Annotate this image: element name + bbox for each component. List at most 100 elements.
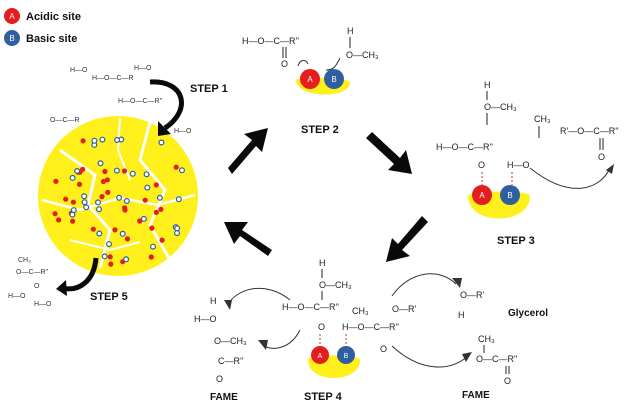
acidic-site-dot [105,189,111,195]
step4-r-prime: O—R' [392,304,417,314]
step4-main: H—O—C—R'' [282,302,339,312]
acidic-site-dot [52,211,58,217]
step2-label: STEP 2 [301,124,339,136]
basic-site-dot [83,204,90,211]
step4-o: O [318,322,325,332]
cycle-arrow-to-step4 [386,216,428,262]
step2-methanol-h: H [347,26,354,36]
step4-h: H [319,258,326,268]
step3-h: H [484,80,491,90]
acidic-site-dot [99,194,105,200]
basic-site-dot [156,194,163,201]
basic-site-icon [4,30,20,46]
glycerol-label: Glycerol [508,308,548,319]
step3-basic-site-icon [500,185,520,205]
step2-basic-site-icon [324,69,344,89]
step1-molecule-5: H—O [70,67,88,74]
acidic-site-dot [158,206,164,212]
basic-site-dot [99,136,106,143]
acidic-site-dot [102,168,108,175]
cycle-arrow-to-step3 [366,132,412,174]
step4-basic-letter: B [344,353,349,360]
acidic-site-dot [70,218,76,224]
basic-site-dot [114,137,121,144]
step3-o-minus: O [478,160,485,170]
fame-right-label: FAME [462,390,490,401]
basic-site-dot [123,198,130,205]
step2-basic-letter: B [331,75,336,84]
step3-h-o: H—O [507,160,530,170]
step4-basic-site-icon [337,346,355,364]
basic-site-dot [95,206,102,213]
step3-och3: O—CH₃ [484,102,517,112]
step1-molecule-4: O—C—R [50,117,80,124]
basic-site-dot [174,225,181,232]
acidic-site-dot [153,182,159,188]
basic-site-dot [113,167,120,174]
step4-group: H O—CH₃ H—O—C—R'' O H—O—C—R'' CH₃ O—R' O… [194,258,472,384]
basic-site-dot [91,137,98,144]
step5-ester: O—C—R'' [16,269,48,276]
step4-water-h: H [210,296,217,306]
acidic-site-dot [153,209,159,215]
acidic-site-dot [76,181,83,187]
step2-acidic-site-icon [300,69,320,89]
step3-product-o: O [598,152,605,162]
basic-site-dot [123,256,130,263]
step5-arrow [56,257,99,296]
step4-mid-o: O [380,344,387,354]
acidic-site-dot [80,166,86,172]
acidic-site-dot [56,217,62,223]
step2-group: H—O—C—R'' O H O—CH₃ A B [242,26,379,95]
step3-label: STEP 3 [497,235,535,247]
glycerol-o: O—R' [460,290,485,300]
step3-main: H—O—C—R'' [436,142,493,152]
acidic-site-dot [53,178,59,184]
acidic-site-dot [90,226,96,232]
cycle-arrow-to-step1 [224,222,272,256]
step4-label: STEP 4 [304,391,343,403]
step3-product: R'—O—C—R'' [560,126,619,136]
cycle-arrow-to-step2 [228,128,268,174]
step4-water-o: H—O [194,314,217,324]
step5-molecules: CH₃ O—C—R'' O H—O H—O [8,257,52,308]
basic-site-dot [150,243,157,250]
fame-right-group: CH₃ O—C—R'' O [476,334,518,386]
fame-right-ch3: CH₃ [478,334,495,344]
step1-molecules: H—O—C—R H—O—C—R'' H—O O—C—R H—O H—O [50,65,192,135]
acidic-site-dot [149,225,155,231]
step1-label: STEP 1 [190,83,228,95]
catalyst-particle [38,116,198,276]
basic-site-dot [174,230,181,237]
glycerol-h: H [458,310,465,320]
legend: A Acidic site B Basic site [4,8,81,46]
basic-site-dot [69,174,76,181]
acidic-site-dot [142,197,148,203]
step3-group: H O—CH₃ H—O—C—R'' O CH₃ H—O A B R'—O—C—R… [436,80,619,219]
step2-methanol: O—CH₃ [346,50,379,60]
step4-fame-och3: O—CH₃ [214,336,247,346]
basic-site-dot [70,207,77,214]
step4-och3: O—CH₃ [319,280,352,290]
step1-molecule-6: H—O [174,128,192,135]
basic-site-dot [179,167,186,174]
fame-left-label: FAME [210,392,238,403]
basic-site-letter: B [9,34,14,43]
basic-site-dot [94,199,101,206]
step4-ch3: CH₃ [352,306,369,316]
basic-site-dot [105,241,112,248]
basic-site-label: Basic site [26,33,77,45]
acidic-site-dot [107,254,113,260]
acidic-site-dot [137,218,143,224]
basic-site-dot [158,139,165,146]
basic-site-dot [96,230,103,237]
basic-site-dot [81,199,88,206]
acidic-site-dot [159,237,165,243]
step2-carbonyl-o: O [281,59,288,69]
step1-molecule-2: H—O—C—R'' [118,98,162,105]
acidic-site-dot [108,261,114,267]
acidic-site-dot [63,196,69,202]
step4-fame-c: C—R'' [218,356,244,366]
basic-site-dot [144,184,151,191]
